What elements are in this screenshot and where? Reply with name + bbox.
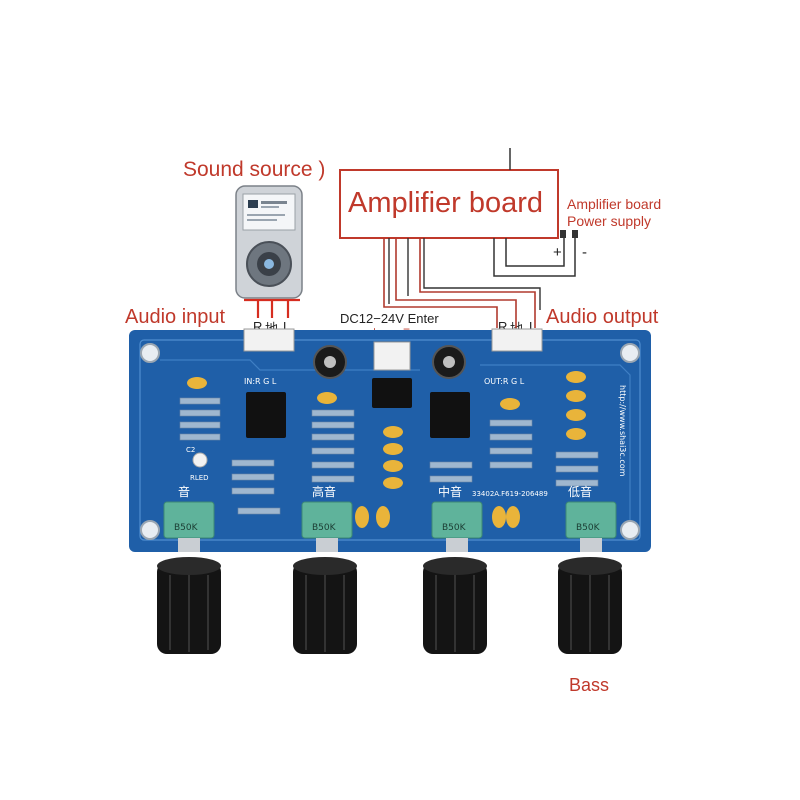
power-terminal-plus [560,230,566,238]
mounting-holes [140,343,640,540]
c-label: C2 [186,446,195,454]
electrolytic-caps [313,345,466,379]
input-connector [243,328,295,352]
power-plus-label: + [553,244,562,261]
output-connector [491,328,543,352]
input-l-label: L [283,319,291,334]
knob-label-4: 低音 [568,484,592,499]
dc-minus-label: − [403,322,411,336]
audio-input-label: Audio input [125,306,226,328]
silkscreen-in: IN:R G L [244,377,277,386]
silkscreen-out: OUT:R G L [484,377,525,386]
audio-input-wires [244,298,300,318]
dc-enter-label: DC12−24V Enter [340,311,439,326]
knob-label-2: 高音 [312,484,336,499]
ceramic-caps [187,371,586,528]
wire-bundle-center-dark [388,238,541,310]
wire-bundle-center [383,238,536,328]
output-r-label: R [498,319,508,334]
pot-value-4: B50K [576,523,601,533]
power-wires [493,236,576,277]
amp-power-label-line2: Power supply [567,213,652,229]
knob-label-3: 中音 [438,484,462,499]
pot-value-3: B50K [442,523,467,533]
dc-connector [373,341,411,371]
board-code: 33402A.F619-206489 [472,490,548,498]
bass-label: Bass [569,675,610,695]
input-r-label: R [253,319,263,334]
pot-shafts [178,538,602,552]
knob-1[interactable] [157,557,221,654]
knob-label-1: 音 [178,484,190,499]
resistor-rows [179,397,599,515]
output-l-label: L [529,319,537,334]
audio-output-label: Audio output [546,306,659,328]
knob-4[interactable] [558,557,622,654]
sound-source-device [235,185,303,299]
knob-3[interactable] [423,557,487,654]
led [192,452,208,468]
led-label: RLED [190,474,209,482]
amplifier-board-label: Amplifier board [348,187,544,219]
pot-value-2: B50K [312,523,337,533]
board-url: http://www.shai3c.com [618,385,627,477]
pot-value-1: B50K [174,523,199,533]
power-minus-label: - [582,244,587,261]
ic-chips [246,378,470,438]
amplifier-board-box [339,169,559,239]
sound-source-label: Sound source ) [183,158,326,181]
amp-power-label-line1: Amplifier board [567,196,662,212]
knob-2[interactable] [293,557,357,654]
potentiometers [163,501,617,539]
power-terminal-minus [572,230,578,238]
